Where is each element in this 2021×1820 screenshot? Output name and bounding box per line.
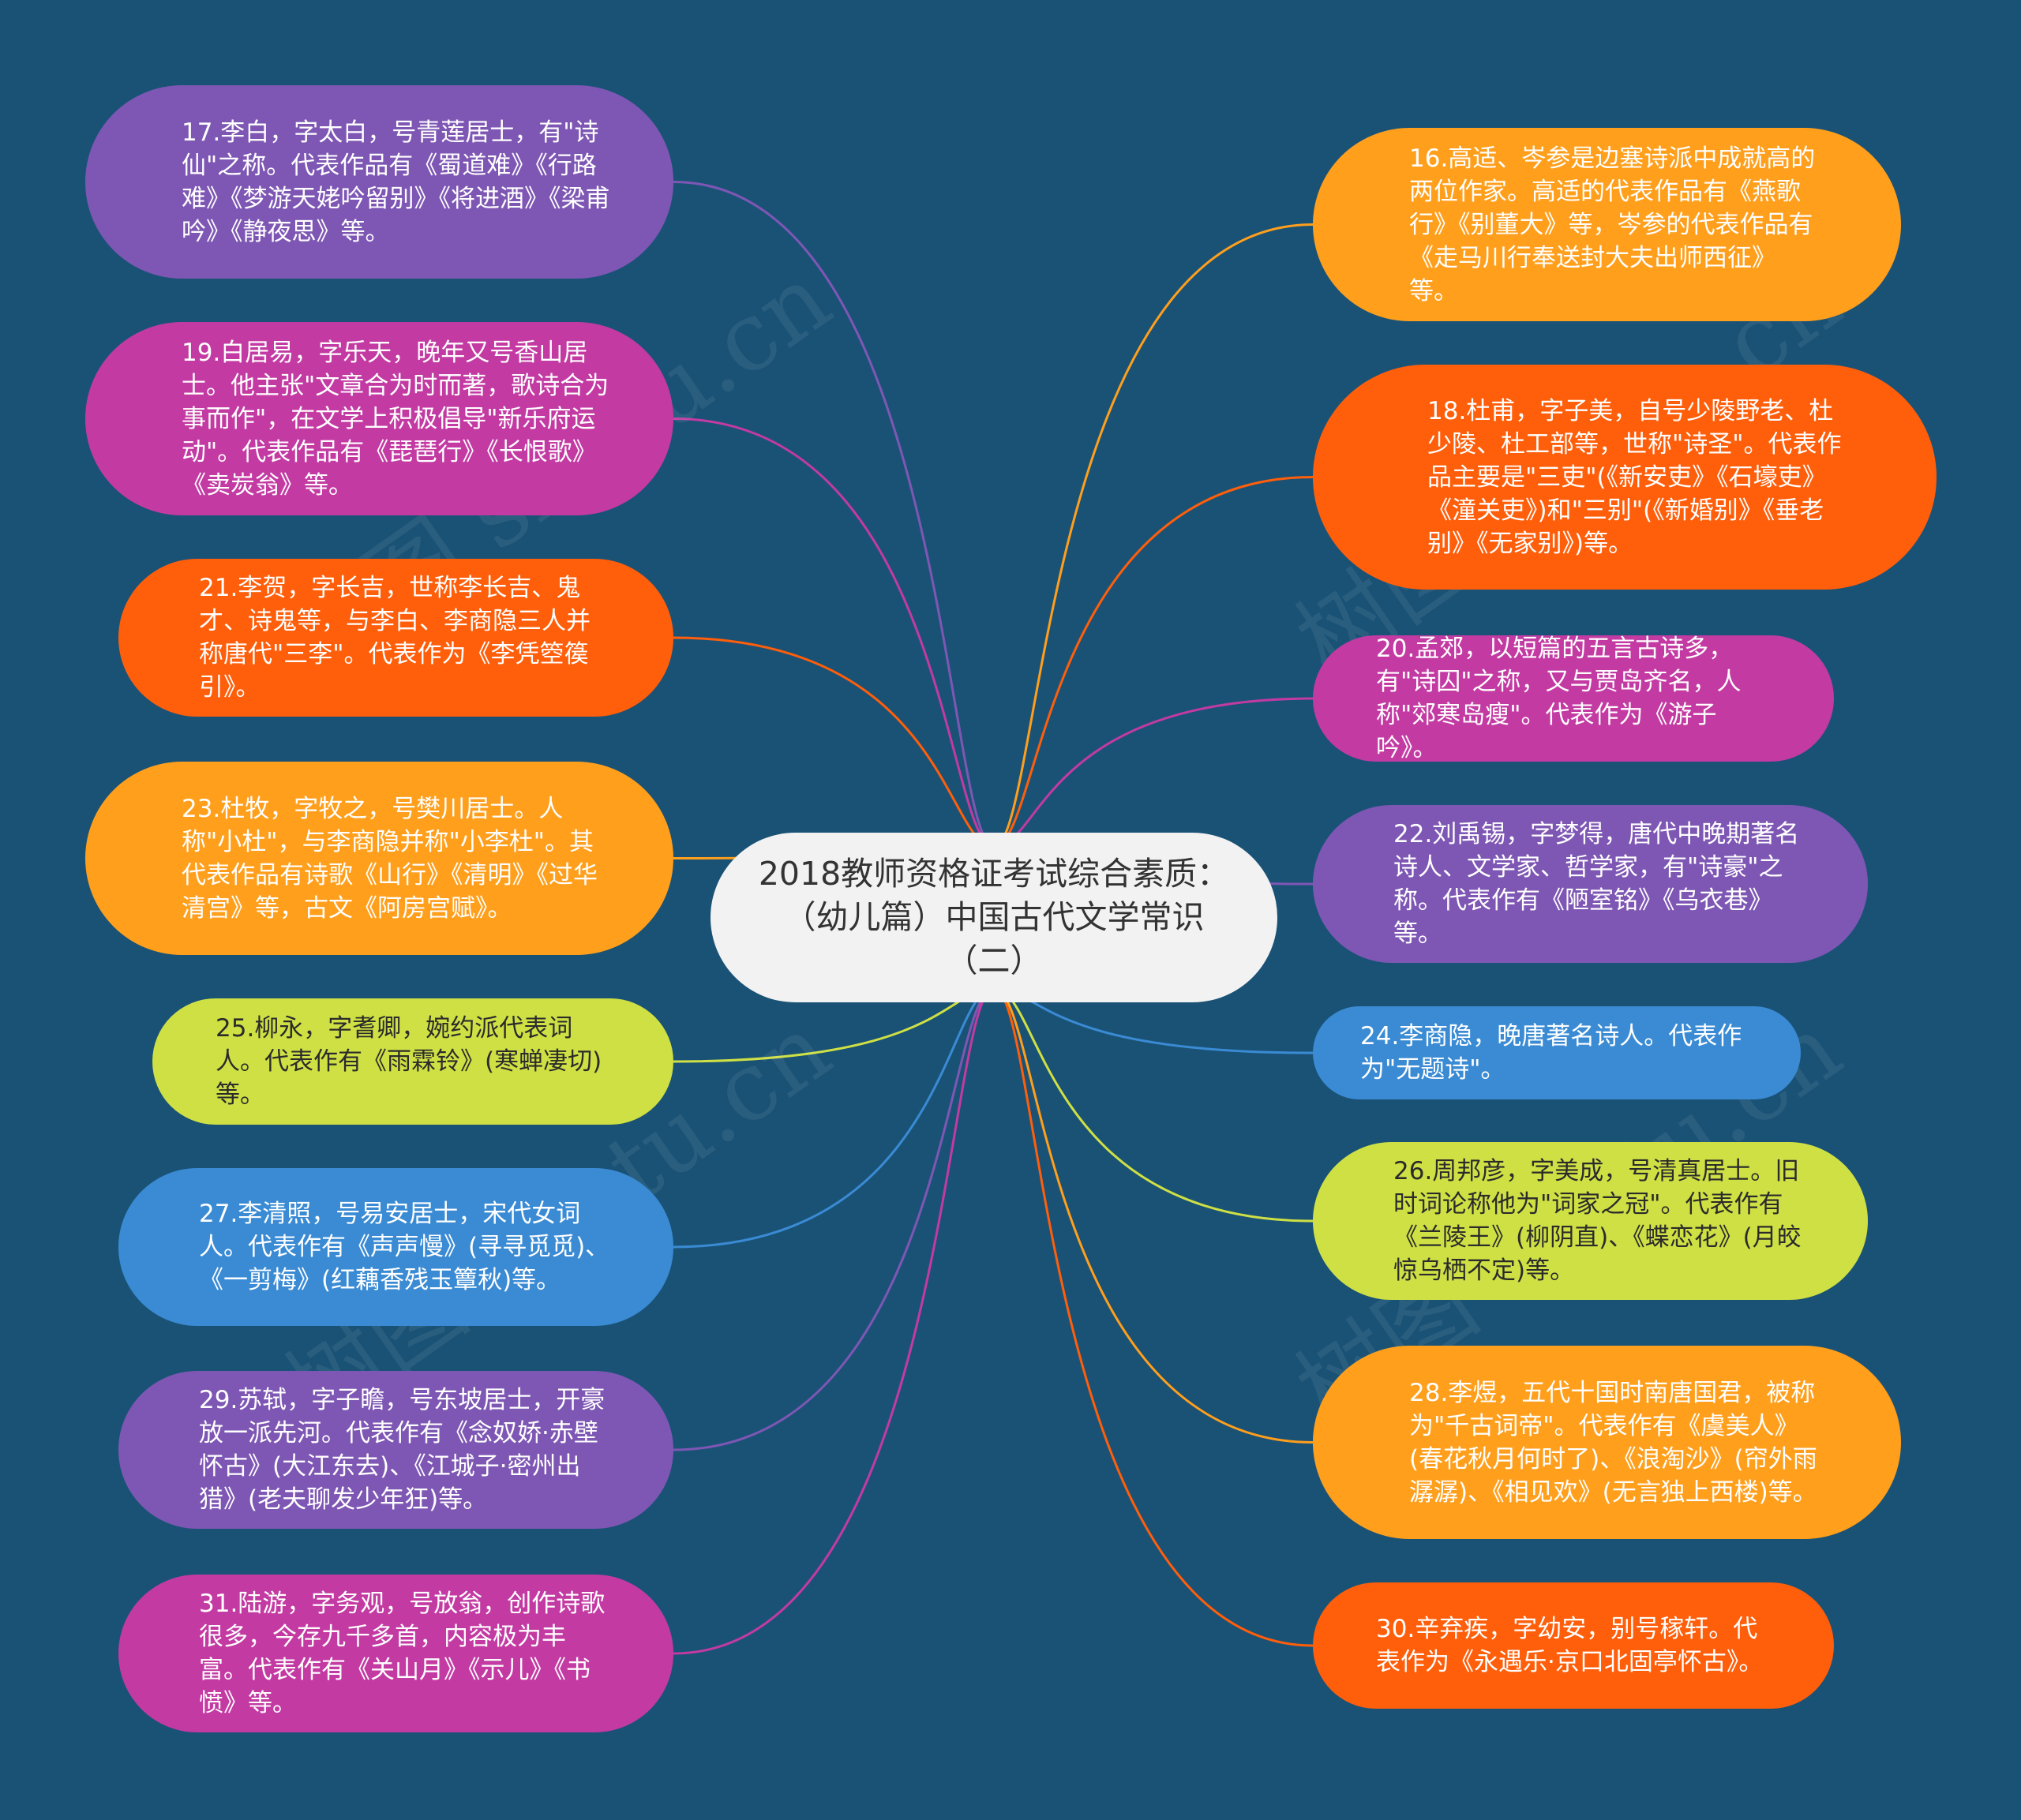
node-text: 26.周邦彦，字美成，号清真居士。旧时词论称他为"词家之冠"。代表作有《兰陵王》…: [1393, 1157, 1802, 1285]
topic-node-21[interactable]: 21.李贺，字长吉，世称李长吉、鬼才、诗鬼等，与李白、李商隐三人并称唐代"三李"…: [118, 559, 673, 717]
node-text: 24.李商隐，晚唐著名诗人。代表作为"无题诗"。: [1360, 1022, 1742, 1084]
node-text: 29.苏轼，字子瞻，号东坡居士，开豪放一派先河。代表作有《念奴娇·赤壁怀古》(大…: [199, 1386, 606, 1514]
connector-line: [993, 476, 1314, 848]
topic-node-19[interactable]: 19.白居易，字乐天，晚年又号香山居士。他主张"文章合为时而著，歌诗合为事而作"…: [85, 322, 673, 515]
connector-line: [673, 636, 995, 848]
topic-node-24[interactable]: 24.李商隐，晚唐著名诗人。代表作为"无题诗"。: [1313, 1006, 1801, 1099]
topic-node-30[interactable]: 30.辛弃疾，字幼安，别号稼轩。代表作为《永遇乐·京口北固亭怀古》。: [1313, 1582, 1834, 1709]
topic-node-22[interactable]: 22.刘禹锡，字梦得，唐代中晚期著名诗人、文学家、哲学家，有"诗豪"之称。代表作…: [1313, 805, 1868, 963]
topic-node-16[interactable]: 16.高适、岑参是边塞诗派中成就高的两位作家。高适的代表作品有《燕歌行》《别董大…: [1313, 128, 1901, 321]
central-topic-title: 2018教师资格证考试综合素质：（幼儿篇）中国古代文学常识（二）: [758, 855, 1230, 979]
node-text: 25.柳永，字耆卿，婉约派代表词人。代表作有《雨霖铃》(寒蝉凄切)等。: [216, 1014, 602, 1109]
topic-node-31[interactable]: 31.陆游，字务观，号放翁，创作诗歌很多，今存九千多首，内容极为丰富。代表作有《…: [118, 1575, 673, 1732]
topic-node-28[interactable]: 28.李煜，五代十国时南唐国君，被称为"千古词帝"。代表作有《虞美人》(春花秋月…: [1313, 1346, 1901, 1539]
connector-line: [993, 223, 1314, 848]
connector-line: [673, 987, 995, 1249]
connector-line: [993, 987, 1314, 1444]
connector-line: [993, 697, 1314, 848]
topic-node-23[interactable]: 23.杜牧，字牧之，号樊川居士。人称"小杜"，与李商隐并称"小李杜"。其代表作品…: [85, 762, 673, 955]
topic-node-25[interactable]: 25.柳永，字耆卿，婉约派代表词人。代表作有《雨霖铃》(寒蝉凄切)等。: [152, 998, 673, 1125]
connector-line: [673, 181, 995, 848]
central-topic[interactable]: 2018教师资格证考试综合素质：（幼儿篇）中国古代文学常识（二）: [711, 833, 1277, 1002]
topic-node-17[interactable]: 17.李白，字太白，号青莲居士，有"诗仙"之称。代表作品有《蜀道难》《行路难》《…: [85, 85, 673, 279]
topic-node-20[interactable]: 20.孟郊，以短篇的五言古诗多，有"诗囚"之称，又与贾岛齐名，人称"郊寒岛瘦"。…: [1313, 635, 1834, 762]
node-text: 20.孟郊，以短篇的五言古诗多，有"诗囚"之称，又与贾岛齐名，人称"郊寒岛瘦"。…: [1376, 635, 1742, 762]
connector-line: [673, 987, 995, 1451]
node-text: 28.李煜，五代十国时南唐国君，被称为"千古词帝"。代表作有《虞美人》(春花秋月…: [1409, 1378, 1817, 1507]
connector-line: [993, 987, 1314, 1647]
node-text: 21.李贺，字长吉，世称李长吉、鬼才、诗鬼等，与李白、李商隐三人并称唐代"三李"…: [199, 574, 591, 702]
node-text: 18.杜甫，字子美，自号少陵野老、杜少陵、杜工部等，世称"诗圣"。代表作品主要是…: [1427, 396, 1842, 558]
connector-line: [673, 418, 995, 848]
node-text: 19.白居易，字乐天，晚年又号香山居士。他主张"文章合为时而著，歌诗合为事而作"…: [182, 338, 609, 500]
topic-node-18[interactable]: 18.杜甫，字子美，自号少陵野老、杜少陵、杜工部等，世称"诗圣"。代表作品主要是…: [1313, 365, 1937, 590]
node-text: 22.刘禹锡，字梦得，唐代中晚期著名诗人、文学家、哲学家，有"诗豪"之称。代表作…: [1393, 820, 1800, 948]
node-text: 30.辛弃疾，字幼安，别号稼轩。代表作为《永遇乐·京口北固亭怀古》。: [1376, 1615, 1764, 1676]
node-text: 23.杜牧，字牧之，号樊川居士。人称"小杜"，与李商隐并称"小李杜"。其代表作品…: [182, 794, 598, 923]
topic-node-29[interactable]: 29.苏轼，字子瞻，号东坡居士，开豪放一派先河。代表作有《念奴娇·赤壁怀古》(大…: [118, 1371, 673, 1529]
node-text: 31.陆游，字务观，号放翁，创作诗歌很多，今存九千多首，内容极为丰富。代表作有《…: [199, 1590, 606, 1717]
node-text: 17.李白，字太白，号青莲居士，有"诗仙"之称。代表作品有《蜀道难》《行路难》《…: [182, 118, 610, 246]
node-text: 16.高适、岑参是边塞诗派中成就高的两位作家。高适的代表作品有《燕歌行》《别董大…: [1409, 144, 1816, 305]
topic-node-27[interactable]: 27.李清照，号易安居士，宋代女词人。代表作有《声声慢》(寻寻觅觅)、《一剪梅》…: [118, 1168, 673, 1326]
topic-node-26[interactable]: 26.周邦彦，字美成，号清真居士。旧时词论称他为"词家之冠"。代表作有《兰陵王》…: [1313, 1142, 1868, 1300]
connector-line: [673, 987, 995, 1655]
node-text: 27.李清照，号易安居士，宋代女词人。代表作有《声声慢》(寻寻觅觅)、《一剪梅》…: [199, 1200, 610, 1294]
